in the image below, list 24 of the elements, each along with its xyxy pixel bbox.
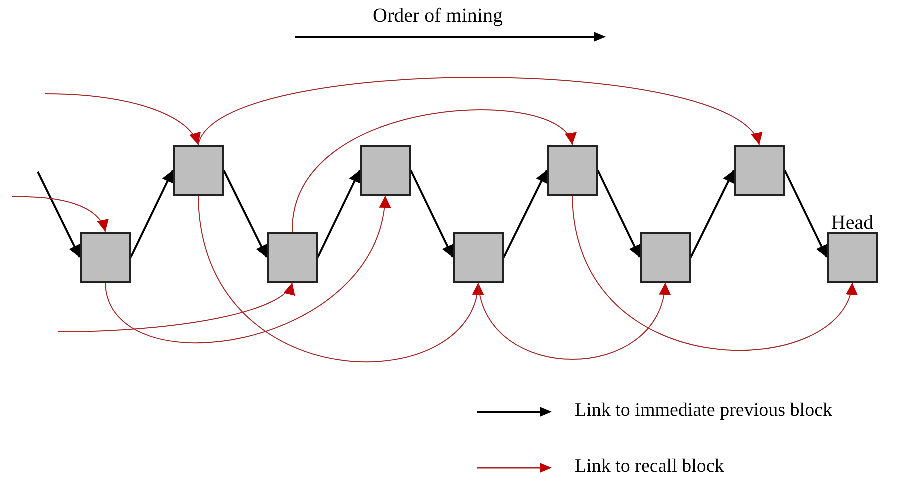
link-arrow xyxy=(690,170,735,258)
recall-link-arrow xyxy=(12,196,108,232)
direction-label: Order of mining xyxy=(373,5,503,28)
block-box xyxy=(267,232,318,283)
recall-link-arrow xyxy=(105,196,390,344)
recall-link-arrow xyxy=(198,196,482,363)
block-box xyxy=(453,232,504,283)
link-arrow xyxy=(784,170,828,258)
link-arrow xyxy=(37,172,81,258)
link-arrow xyxy=(130,170,174,258)
recall-link-arrow xyxy=(478,282,670,360)
recall-link-arrow xyxy=(58,282,293,332)
link-arrow xyxy=(597,170,641,258)
legend-text: Link to recall block xyxy=(575,456,724,478)
block-box xyxy=(80,232,131,283)
recall-link-arrow xyxy=(198,77,760,146)
recall-link-arrow xyxy=(44,94,200,146)
block-box xyxy=(734,145,785,196)
legend-text: Link to immediate previous block xyxy=(575,400,833,422)
block-box xyxy=(640,232,691,283)
link-arrow xyxy=(223,170,268,258)
block-label: Head xyxy=(830,212,875,234)
recall-link-arrow xyxy=(572,196,855,351)
block-box xyxy=(173,145,224,196)
